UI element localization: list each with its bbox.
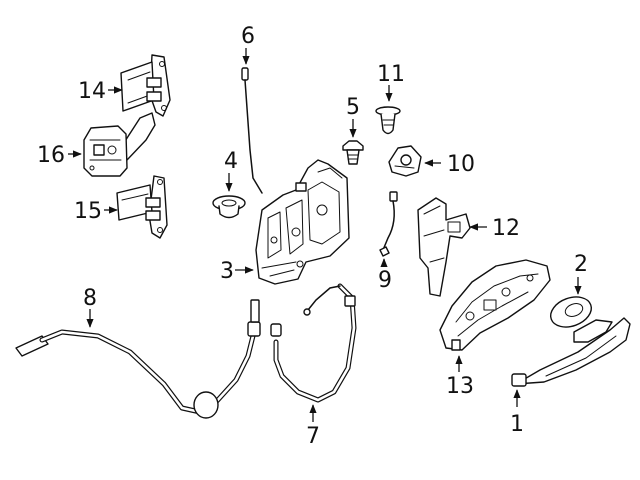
leader-lines — [68, 48, 582, 422]
part-13-handle-frame — [439, 259, 551, 351]
part-7-cable — [270, 283, 357, 403]
part-15-lower-hinge — [116, 175, 168, 239]
part-12-bracket — [417, 197, 471, 297]
part-3-door-latch — [255, 159, 350, 285]
callout-4: 4 — [224, 149, 238, 174]
callout-7: 7 — [306, 424, 320, 449]
callout-16: 16 — [37, 143, 65, 168]
part-2-cap — [549, 296, 593, 328]
callout-11: 11 — [377, 62, 405, 87]
part-16-door-check — [83, 112, 156, 177]
callout-5: 5 — [346, 95, 360, 120]
part-11-screw — [375, 106, 401, 135]
callout-15: 15 — [74, 199, 102, 224]
part-5-bolt — [342, 140, 364, 165]
callout-13: 13 — [446, 374, 474, 399]
callout-8: 8 — [83, 286, 97, 311]
part-14-upper-hinge — [120, 54, 171, 117]
callout-1: 1 — [510, 412, 524, 437]
callout-2: 2 — [574, 252, 588, 277]
part-4-grommet — [212, 195, 246, 219]
part-8-cable — [15, 299, 261, 419]
callout-9: 9 — [378, 268, 392, 293]
callout-labels: 1 2 3 4 5 6 7 8 9 10 11 12 13 14 15 16 — [37, 24, 588, 449]
callout-10: 10 — [447, 152, 475, 177]
part-6-lock-rod — [241, 67, 263, 194]
part-9-harness — [379, 191, 398, 257]
part-10-striker — [388, 145, 422, 177]
callout-3: 3 — [220, 259, 234, 284]
part-1-door-handle — [511, 317, 631, 387]
callout-14: 14 — [78, 79, 106, 104]
callout-12: 12 — [492, 216, 520, 241]
callout-6: 6 — [241, 24, 255, 49]
